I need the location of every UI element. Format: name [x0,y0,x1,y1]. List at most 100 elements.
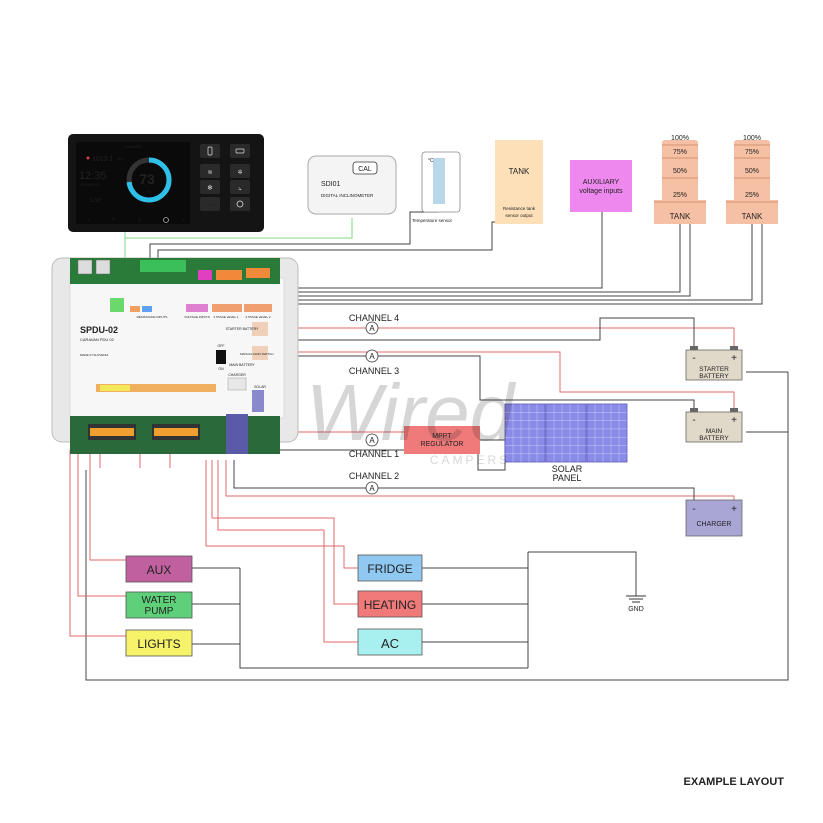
wire-ch3-plus [268,351,735,412]
btn-fan[interactable] [230,164,250,178]
btn-snow[interactable] [200,180,220,194]
tank-1-level-100: 100% [671,135,689,142]
phone-icon [207,146,213,156]
tank-1-label: TANK [670,212,691,221]
load-aux [125,555,193,583]
nav-power-icon[interactable] [163,217,169,223]
charger-minus: - [692,504,695,515]
btn-gauge[interactable] [230,180,250,194]
load-water-label-1: WATER [142,595,177,606]
pdu-connector-orange-1 [216,270,242,280]
pdu-connector-orange-2 [246,268,270,278]
wire-inclinometer-link [125,218,353,239]
ammeter-ch3-label: A [369,352,375,361]
btn-power[interactable] [230,197,250,211]
display-date: 25/06/2021 [80,182,101,187]
solar-panel-3 [586,403,628,463]
pdu-main-label: MAIN BATTERY [229,363,255,367]
inclinometer-name: SDI01 [321,181,341,188]
nav-left-icon[interactable]: ‹ [88,218,90,224]
starter-battery-minus: - [692,353,695,364]
pdu-model: SPDU-02 [80,325,118,335]
main-battery-terminal-pos [730,408,738,412]
heat-icon: ≋ [207,169,212,176]
load-fridge-label: FRIDGE [367,562,412,576]
nav-up-icon[interactable]: ^ [112,218,115,224]
pdu-terminal-right-color [154,428,198,436]
pdu-connector-green [140,260,186,272]
tank-sensor-body [495,140,543,224]
tank-2-base [726,200,778,224]
btn-car[interactable] [230,144,250,158]
temp-sensor-label: Temperature sensor [412,218,453,223]
solar-panel-2 [545,403,587,463]
car-icon [235,148,245,154]
power-icon [236,200,244,208]
wire-ch2-plus [225,460,735,500]
pdu-switch-label: MANUAL MAIN SWITCH [240,352,273,356]
charger-label: CHARGER [696,521,731,528]
pdu-face [69,277,285,419]
wires [69,211,789,681]
loads: AUX WATER PUMP LIGHTS FRIDGE HEATING AC [125,554,423,657]
tank-1-base [654,200,706,224]
nav-down-icon[interactable]: v [138,218,141,224]
inclinometer: CAL SDI01 DIGITAL INCLINOMETER [307,155,397,215]
display-brand: SIMARINE [123,144,143,149]
channel-2-label: CHANNEL 2 [349,471,399,481]
wire-water-load [77,450,126,597]
starter-battery-label-1: STARTER [699,366,729,373]
footer-label: EXAMPLE LAYOUT [684,776,785,788]
gauge-icon: ⦣ [238,185,242,192]
wire-ch4-plus [268,327,735,350]
aux-inputs-body [570,160,632,212]
wire-tank1 [240,224,681,293]
pdu-fuse-row-highlight [100,385,130,391]
pdu-connector-magenta [198,270,212,280]
btn-aux[interactable] [200,197,220,211]
pdu-main-switch[interactable] [216,350,226,364]
display-unit: SIMARINE 1013.1 hPa 12:35 25/06/2021 9.3… [68,134,264,232]
nav-right-icon[interactable]: › [182,218,184,224]
pdu-solar-label: SOLAR [254,385,266,389]
wire-mppt-solar [477,439,506,471]
ammeter-ch4 [365,321,379,335]
btn-heat[interactable] [200,164,220,178]
aux-button-label: AUX [205,202,214,207]
solar-panel-1 [504,403,546,463]
solar-label-2: PANEL [553,473,582,483]
starter-battery-terminal-neg [690,346,698,350]
wire-lights-load [69,450,126,637]
display-temp: 9.30° [90,198,102,204]
wire-tank1b [250,224,691,297]
pdu-stage1-strip [212,304,242,312]
main-battery-label-1: MAIN [706,428,723,435]
starter-battery-body [685,349,743,381]
pdu-unit: RESISTANCE INPUTS VOLTAGE INPUTS 4 STAGE… [51,257,299,454]
wire-aux-load [89,450,126,561]
gnd-label: GND [628,606,644,613]
tank-2-level-50: 50% [745,168,759,175]
tank-sensor-desc-1: Resistance tank [503,206,536,211]
temp-probe [433,158,445,204]
load-ac-label: AC [381,636,399,651]
pdu-origin: MADE IN SLOVENIA [80,353,108,357]
watermark-sub: CAMPERS [430,453,510,467]
btn-phone[interactable] [200,144,220,158]
channel-4-label: CHANNEL 4 [349,313,399,323]
main-battery-minus: - [692,415,695,426]
pdu-stage2-label: 4 STAGE LEVEL 2 [245,315,270,319]
load-ac [357,628,423,656]
charger-body [685,499,743,537]
starter-battery-label-2: BATTERY [699,373,729,380]
main-battery-label-2: BATTERY [699,435,729,442]
gauge-value: 73 [139,171,155,187]
pdu-voltage-label: VOLTAGE INPUTS [184,315,210,319]
wire-ch2-minus [233,460,695,500]
gauge-arc [126,157,172,203]
inclinometer-cal-label: CAL [358,166,372,173]
inclinometer-desc: DIGITAL INCLINOMETER [321,193,374,198]
tank-sensor-title: TANK [509,167,530,176]
snowflake-icon: ❄ [207,184,213,192]
inclinometer-cal-button[interactable] [352,161,378,175]
